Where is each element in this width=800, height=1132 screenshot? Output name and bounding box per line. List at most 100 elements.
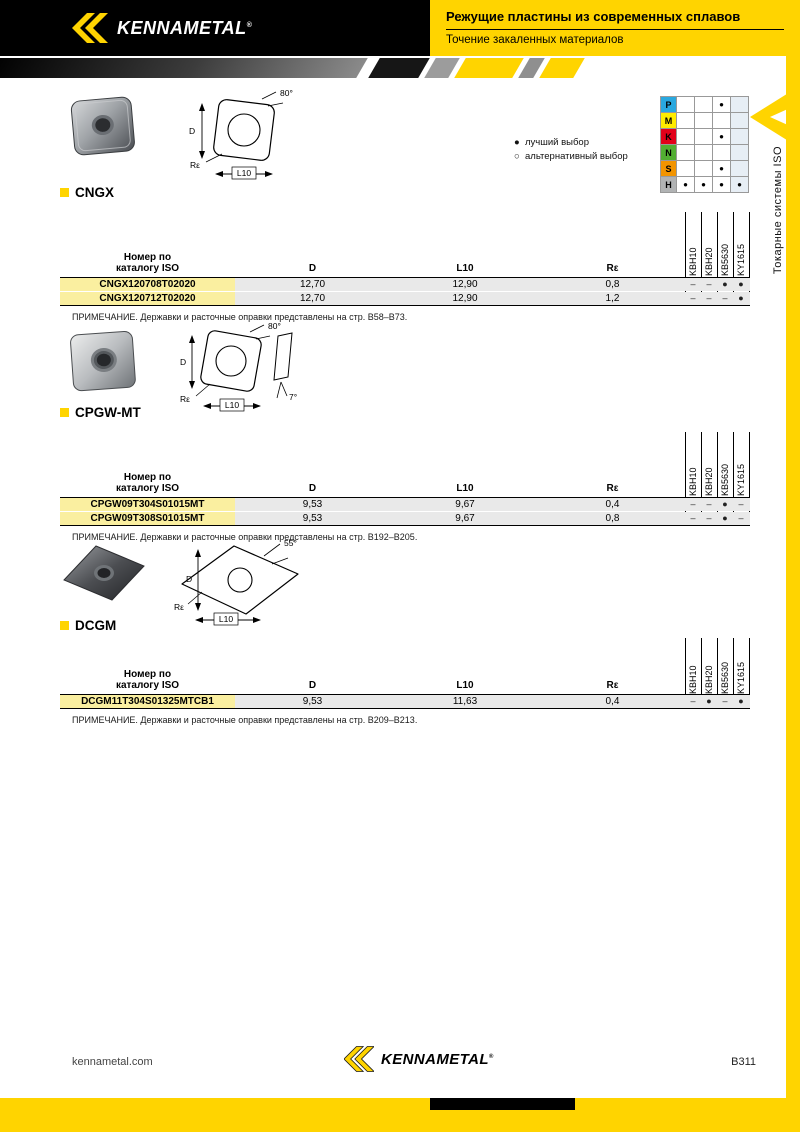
page-header: KENNAMETAL® Режущие пластины из современ… [0, 0, 800, 56]
material-dot-cell: ● [713, 97, 730, 112]
grade-column-header: KBH20 [704, 467, 714, 496]
kennametal-emblem-icon [344, 1046, 374, 1072]
material-dot-cell [731, 97, 748, 112]
grade-grid-line [701, 432, 702, 525]
material-dot-cell [713, 145, 730, 160]
grade-mark: ● [722, 499, 728, 509]
table-rule [60, 708, 750, 709]
grade-column-header: KY1615 [736, 661, 746, 694]
section-heading: DCGM [60, 618, 116, 633]
grade-grid-line [717, 212, 718, 305]
material-dot-cell [731, 161, 748, 176]
l10-label: L10 [219, 614, 233, 624]
value-re: 0,8 [605, 279, 620, 290]
grade-mark: – [706, 293, 712, 303]
column-header-number: Номер по каталогу ISO [115, 472, 180, 494]
note-text: ПРИМЕЧАНИЕ. Державки и расточные оправки… [72, 715, 418, 725]
deco-yellow-chevron-small [539, 58, 585, 78]
material-dot-cell [731, 129, 748, 144]
material-dot-cell [695, 161, 712, 176]
table-row: CPGW09T308S01015MT 9,53 9,67 0,8 – – ● – [60, 512, 750, 525]
header-title-block: Режущие пластины из современных сплавов … [430, 0, 800, 56]
column-header-re: Rε [606, 680, 619, 691]
column-header-l10: L10 [456, 680, 474, 691]
section-heading: CPGW-MT [60, 405, 141, 420]
deco-yellow-chevron [454, 58, 524, 78]
column-header-l10: L10 [456, 263, 474, 274]
table-rule [60, 305, 750, 306]
re-label: Rε [174, 602, 184, 612]
grade-mark: ● [738, 293, 744, 303]
material-dot-cell: ● [677, 177, 694, 192]
grade-mark: – [690, 499, 696, 509]
material-dot-cell [731, 113, 748, 128]
column-header-d: D [308, 680, 317, 691]
grade-mark: ● [738, 279, 744, 289]
grade-column-header: KBH10 [688, 247, 698, 276]
filled-dot-icon: ● [514, 137, 520, 148]
value-re: 0,4 [605, 696, 620, 707]
re-label: Rε [190, 160, 200, 170]
material-dot-cell [731, 145, 748, 160]
material-dot-cell [677, 129, 694, 144]
grade-column-header: KY1615 [736, 243, 746, 276]
grade-column-header: KBH20 [704, 247, 714, 276]
yellow-bullet-icon [60, 408, 69, 417]
section-cngx: CNGX KBH10 KBH20 KB5630 KY1615 Номер по … [60, 185, 752, 345]
grade-mark: – [690, 279, 696, 289]
angle-label: 80° [268, 321, 281, 331]
grade-column-header: KB5630 [720, 661, 730, 694]
material-dot-cell [677, 113, 694, 128]
column-header-number: Номер по каталогу ISO [115, 669, 180, 691]
material-dot-cell [677, 97, 694, 112]
note-text: ПРИМЕЧАНИЕ. Державки и расточные оправки… [72, 312, 408, 322]
grade-mark: – [690, 513, 696, 523]
section-title: DCGM [75, 618, 117, 633]
registered-mark: ® [488, 1053, 494, 1060]
material-application-grid: P ● M K ● N S [660, 96, 749, 193]
cngx-insert-photo [70, 96, 135, 156]
grade-mark: – [706, 279, 712, 289]
bottom-yellow-bar [0, 1098, 800, 1132]
grade-mark: – [690, 696, 696, 706]
grade-mark: – [738, 513, 744, 523]
grade-mark: – [706, 513, 712, 523]
material-dot-cell [713, 113, 730, 128]
grade-grid-line [685, 212, 686, 305]
footer-website: kennametal.com [72, 1056, 153, 1068]
bottom-black-segment [430, 1098, 575, 1110]
column-header-re: Rε [606, 483, 619, 494]
value-re: 0,4 [605, 499, 620, 510]
grade-column-header: KBH20 [704, 665, 714, 694]
page-subtitle: Точение закаленных материалов [446, 34, 624, 46]
material-dot-cell [695, 113, 712, 128]
table-row: DCGM11T304S01325MTCB1 9,53 11,63 0,4 – ●… [60, 695, 750, 708]
sidebar-yellow-strip [786, 56, 800, 1132]
l10-label: L10 [237, 168, 251, 178]
grade-column-header: KB5630 [720, 463, 730, 496]
value-l10: 11,63 [452, 696, 478, 707]
sidebar-arrow-tab-icon [750, 92, 790, 142]
table-row: CNGX120708T02020 12,70 12,90 0,8 – – ● ● [60, 278, 750, 291]
section-title: CNGX [75, 185, 115, 200]
grade-mark: ● [706, 696, 712, 706]
material-letter-s: S [661, 161, 676, 176]
value-l10: 12,90 [452, 279, 478, 290]
value-l10: 9,67 [455, 513, 475, 524]
footer-logo: KENNAMETAL® [344, 1046, 494, 1072]
grade-column-header: KB5630 [720, 243, 730, 276]
grade-grid-line [733, 432, 734, 525]
material-dot-cell: ● [695, 177, 712, 192]
table-rule [60, 497, 750, 498]
grade-mark: ● [722, 513, 728, 523]
material-letter-n: N [661, 145, 676, 160]
table-rule [60, 694, 750, 695]
relief-angle-label: 7° [289, 392, 297, 402]
grade-mark: – [722, 696, 728, 706]
registered-mark: ® [246, 21, 253, 29]
grade-grid-line [749, 212, 750, 305]
material-dot-cell [695, 129, 712, 144]
grade-mark: – [690, 293, 696, 303]
material-dot-cell [677, 161, 694, 176]
column-header-l10: L10 [456, 483, 474, 494]
